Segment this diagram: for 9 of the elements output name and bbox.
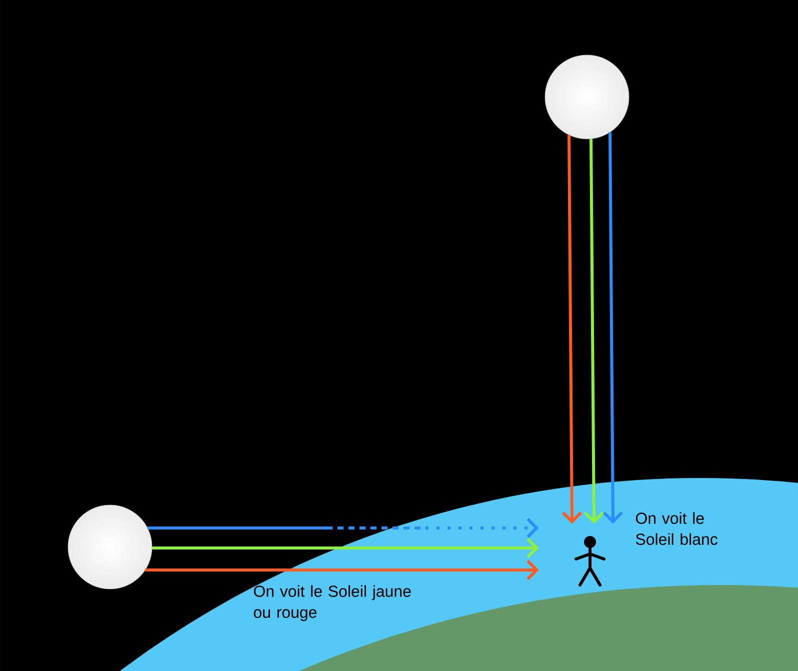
- light-ray-arrow: [602, 132, 623, 524]
- caption-text: On voit le Soleil blanc: [636, 512, 718, 545]
- stick-figure: [574, 536, 606, 586]
- light-ray-arrow: [584, 138, 604, 524]
- light-ray-arrow: [562, 134, 582, 524]
- light-ray-arrow: [145, 560, 539, 580]
- light-ray-arrow: [148, 518, 539, 538]
- caption-text: On voit le Soleil jaune ou rouge: [254, 585, 411, 622]
- light-ray-arrow: [152, 538, 539, 558]
